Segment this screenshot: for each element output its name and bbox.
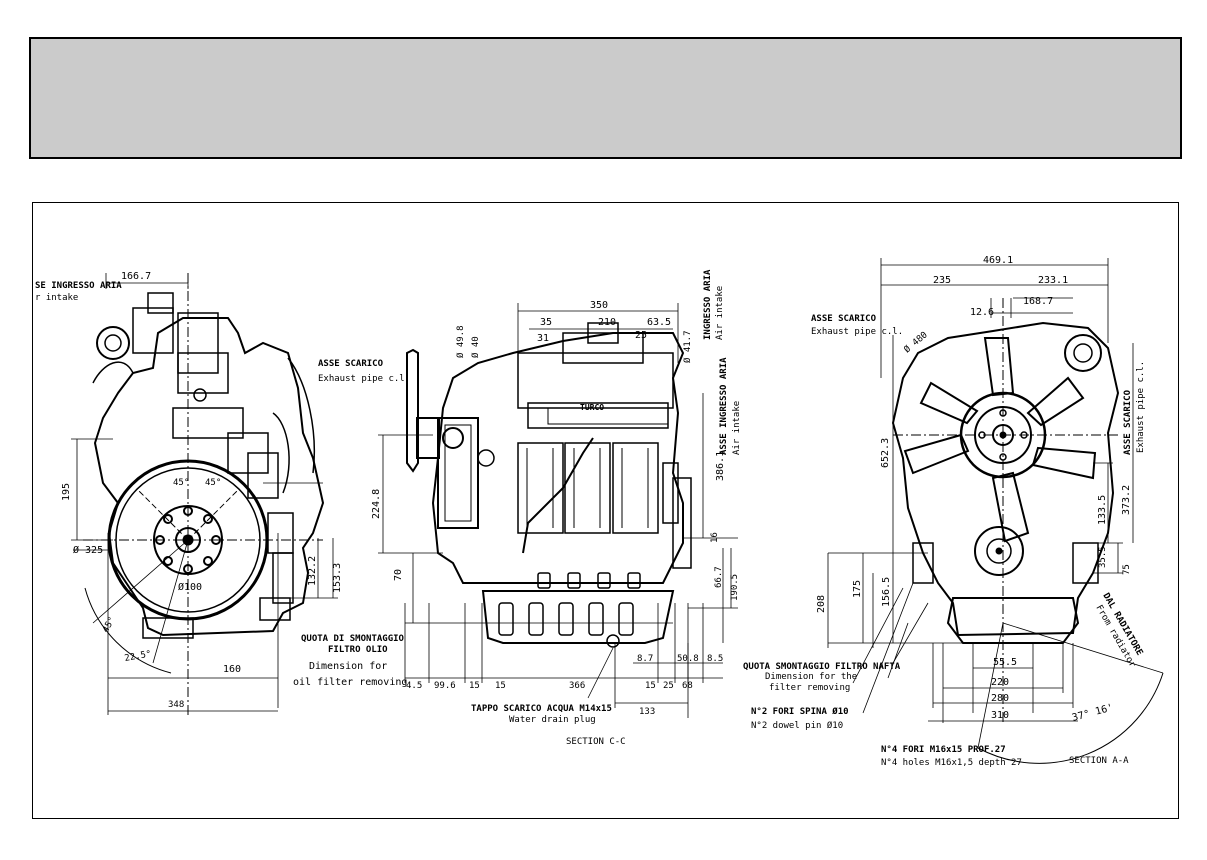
drain-plug-label-it: TAPPO SCARICO ACQUA M14x15: [471, 704, 612, 714]
engine-drawing-frame: SE INGRESSO ARIA r intake 166.7 195 Ø 32…: [32, 202, 1179, 819]
dim-49-8: Ø 49.8: [455, 325, 466, 358]
angle-45-c: 45°: [101, 615, 118, 634]
air-intake-side-it: ASSE INGRESSO ARIA: [719, 357, 729, 455]
dim-75: 75: [1122, 564, 1132, 575]
dim-224-8: 224.8: [371, 489, 382, 519]
dim-190-5: 190.5: [730, 574, 740, 601]
title-banner: [29, 37, 1182, 159]
section-c-c: SECTION C-C: [566, 737, 626, 747]
angle-45-b: 45°: [205, 478, 221, 488]
dowel-pin-label-en: N°2 dowel pin Ø10: [751, 720, 843, 731]
right-view-labels: 469.1 235 233.1 12.6 168.7 Ø 480 ASSE SC…: [743, 255, 1146, 768]
dim-175: 175: [852, 580, 863, 598]
oil-filter-label-en-1: Dimension for: [309, 661, 387, 672]
middle-view-engine: [378, 303, 738, 718]
dim-4-5: 4.5: [406, 681, 422, 691]
dim-70: 70: [393, 569, 404, 581]
dim-348: 348: [168, 700, 184, 710]
dim-15-b: 15: [495, 681, 506, 691]
dim-386-1: 386.1: [715, 451, 726, 481]
dim-480: Ø 480: [902, 329, 930, 355]
dim-68: 68: [682, 681, 693, 691]
oil-filter-label-it-1: QUOTA DI SMONTAGGIO: [301, 634, 405, 644]
drain-plug-label-en: Water drain plug: [509, 715, 596, 725]
dim-50-8: 50.8: [677, 654, 699, 664]
dim-156-5: 156.5: [881, 577, 892, 607]
holes-label-it: N°4 FORI M16x15 PROF.27: [881, 745, 1006, 755]
dim-16: 16: [710, 532, 720, 543]
air-intake-label-it: SE INGRESSO ARIA: [35, 281, 122, 291]
dim-350: 350: [590, 300, 608, 311]
air-intake-top-en: Air intake: [715, 286, 725, 340]
dim-133: 133: [639, 707, 655, 717]
dim-233-1: 233.1: [1038, 275, 1068, 286]
dim-12-6: 12.6: [970, 307, 994, 318]
dowel-pin-label-it: N°2 FORI SPINA Ø10: [751, 706, 849, 717]
dim-15-c: 15: [645, 681, 656, 691]
dim-208: 208: [816, 595, 827, 613]
dim-168-7: 168.7: [1023, 296, 1053, 307]
dim-153-3: 153.3: [332, 563, 343, 593]
engine-technical-drawing: SE INGRESSO ARIA r intake 166.7 195 Ø 32…: [35, 255, 1164, 768]
left-view-engine: [71, 273, 338, 718]
dim-220: 220: [991, 677, 1009, 688]
dim-35: 35: [540, 317, 552, 328]
dim-8-5: 8.5: [707, 654, 723, 664]
fuel-filter-label-it: QUOTA SMONTAGGIO FILTRO NAFTA: [743, 662, 901, 672]
right-view-engine: [827, 258, 1164, 764]
air-intake-label-en: r intake: [35, 293, 78, 303]
dim-31: 31: [537, 333, 549, 344]
air-intake-side-en: Air intake: [732, 401, 742, 455]
dim-195: 195: [61, 483, 72, 501]
dim-40: Ø 40: [470, 336, 481, 358]
left-view-labels: SE INGRESSO ARIA r intake 166.7 195 Ø 32…: [35, 271, 407, 710]
exhaust-label-it-right: ASSE SCARICO: [811, 314, 877, 324]
dim-132-2: 132.2: [307, 556, 318, 586]
exhaust-label-it: ASSE SCARICO: [318, 359, 384, 369]
exhaust-side-it-right: ASSE SCARICO: [1123, 389, 1133, 455]
dim-25-top: 25: [635, 330, 647, 341]
fuel-filter-label-en-1: Dimension for the: [765, 672, 857, 682]
dim-63-5: 63.5: [647, 317, 671, 328]
oil-filter-label-en-2: oil filter removing: [293, 677, 407, 688]
dim-210: 210: [598, 317, 616, 328]
angle-45-a: 45°: [173, 478, 189, 488]
exhaust-label-en-right: Exhaust pipe c.l.: [811, 327, 903, 337]
section-a-a: SECTION A-A: [1069, 756, 1129, 766]
middle-view-labels: ASSE SCARICO Exhaust pipe c.l. INGRESSO …: [318, 269, 742, 747]
dim-100: Ø100: [178, 581, 202, 593]
air-intake-top-it: INGRESSO ARIA: [703, 269, 713, 340]
angle-37-16: 37° 16': [1071, 702, 1115, 724]
dim-310: 310: [991, 710, 1009, 721]
dim-133-5: 133.5: [1097, 495, 1108, 525]
angle-22-5: 22.5°: [124, 649, 152, 664]
dim-35-5: 35.5: [1098, 546, 1108, 568]
dim-166-7: 166.7: [121, 271, 151, 282]
dim-160: 160: [223, 664, 241, 675]
exhaust-side-en-right: Exhaust pipe c.l.: [1136, 361, 1146, 453]
dim-373-2: 373.2: [1121, 485, 1132, 515]
dim-280: 280: [991, 693, 1009, 704]
dim-99-6: 99.6: [434, 681, 456, 691]
fuel-filter-label-en-2: filter removing: [769, 683, 850, 693]
dim-8-7: 8.7: [637, 654, 653, 664]
dim-325: Ø 325: [73, 544, 103, 556]
engine-brand-plate: TURCO: [580, 403, 604, 412]
dim-235: 235: [933, 275, 951, 286]
dim-66-7: 66.7: [714, 566, 724, 588]
holes-label-en: N°4 holes M16x1,5 depth 27: [881, 758, 1022, 768]
oil-filter-label-it-2: FILTRO OLIO: [328, 645, 388, 655]
exhaust-label-en: Exhaust pipe c.l.: [318, 374, 410, 384]
dim-41-7: Ø 41.7: [682, 330, 693, 363]
dim-652-3: 652.3: [880, 438, 891, 468]
dim-15-a: 15: [469, 681, 480, 691]
dim-469-1: 469.1: [983, 255, 1013, 266]
dim-366: 366: [569, 681, 585, 691]
dim-55-5: 55.5: [993, 657, 1017, 668]
dim-25-b: 25: [663, 681, 674, 691]
